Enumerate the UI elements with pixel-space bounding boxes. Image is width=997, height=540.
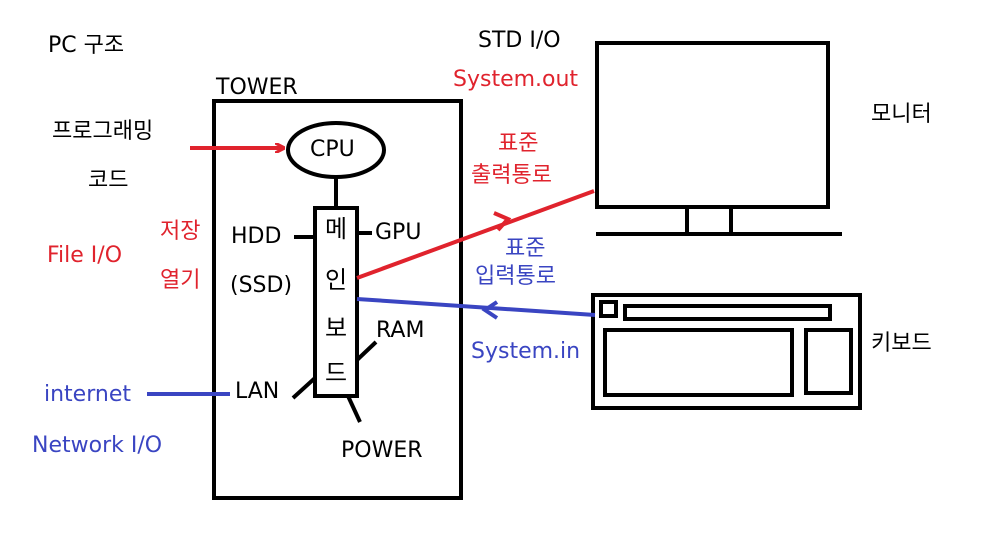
keyboard-label: 키보드 [871, 331, 932, 356]
input-title-label: 표준 [505, 236, 546, 261]
keyboard-numpad [804, 328, 853, 395]
ram-label: RAM [376, 318, 425, 343]
input-path-label: 입력통로 [475, 264, 556, 289]
file-io-label: File I/O [47, 243, 123, 268]
input-arrowhead [481, 300, 499, 320]
mainboard-char-4: 드 [325, 359, 348, 387]
tower-label: TOWER [216, 75, 298, 100]
save-label: 저장 [160, 219, 201, 244]
hdd-label: HDD [231, 224, 282, 249]
monitor-label: 모니터 [871, 102, 932, 127]
network-io-label: Network I/O [32, 433, 163, 458]
std-io-label: STD I/O [478, 28, 561, 53]
code-label: 코드 [88, 168, 129, 193]
ram-connector [355, 340, 378, 362]
keyboard-body [591, 293, 862, 410]
open-label: 열기 [160, 268, 201, 293]
power-connector [346, 395, 362, 423]
output-arrowhead [493, 211, 512, 232]
output-line [356, 189, 595, 280]
cpu-label: CPU [310, 137, 355, 162]
output-path-label: 출력통로 [471, 163, 552, 188]
monitor-stand-neck [685, 205, 733, 236]
monitor-screen [595, 41, 830, 209]
input-line [356, 297, 596, 317]
lan-connector [291, 376, 317, 400]
diagram-title: PC 구조 [48, 33, 125, 58]
keyboard-top-row [623, 304, 832, 321]
ssd-label: (SSD) [230, 273, 293, 298]
mainboard-box [313, 206, 359, 398]
internet-label: internet [44, 382, 131, 407]
mainboard-char-1: 메 [325, 215, 348, 243]
keyboard-main-keys [603, 328, 794, 397]
keyboard-small-key [599, 300, 618, 318]
mainboard-char-3: 보 [325, 314, 348, 342]
output-title-label: 표준 [498, 131, 539, 156]
gpu-label: GPU [375, 220, 422, 245]
system-out-label: System.out [453, 67, 579, 92]
programming-label: 프로그래밍 [52, 119, 154, 144]
system-in-label: System.in [471, 339, 581, 364]
mainboard-char-2: 인 [325, 266, 348, 294]
lan-label: LAN [235, 379, 280, 404]
tower-box [212, 99, 463, 500]
power-label: POWER [341, 438, 423, 463]
